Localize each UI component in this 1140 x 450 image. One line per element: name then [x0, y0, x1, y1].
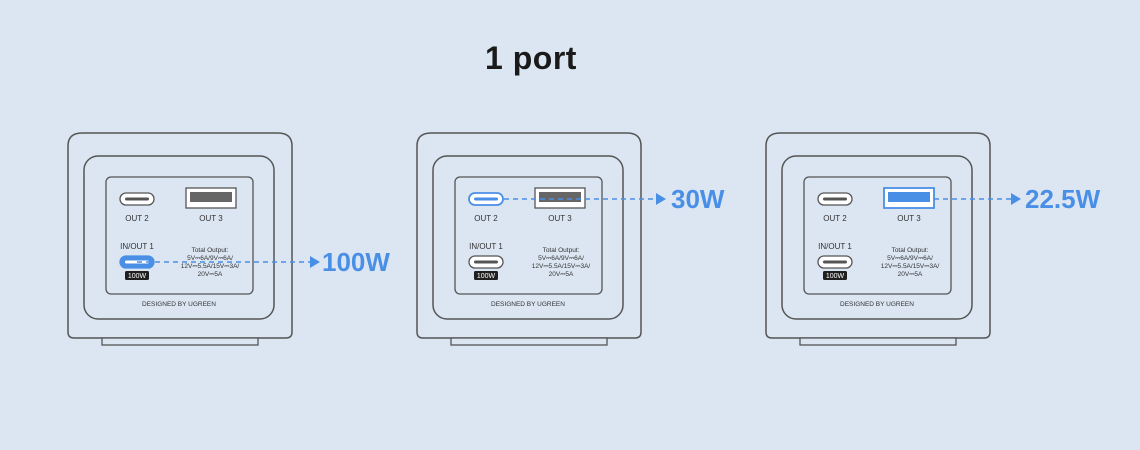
svg-text:100W: 100W: [128, 273, 147, 280]
label-out3: OUT 3: [548, 214, 572, 223]
arrow-head-3: [1011, 193, 1021, 205]
usb-c-port-out2: [817, 192, 853, 206]
total-output-line3: 12V⎓5.5A/15V⎓3A/: [532, 263, 591, 270]
page-title: 1 port: [485, 40, 577, 76]
charger-panel-3: OUT 2 OUT 3 IN/OUT 1 100W Total Output: …: [765, 132, 1101, 346]
brand-line: DESIGNED BY UGREEN: [142, 301, 216, 308]
watt-label-1: 100W: [322, 247, 390, 277]
svg-text:100W: 100W: [826, 273, 845, 280]
label-out3: OUT 3: [199, 214, 223, 223]
label-inout1: IN/OUT 1: [120, 242, 154, 251]
total-output-line2: 5V⎓6A/9V⎓6A/: [538, 255, 584, 262]
label-out2: OUT 2: [474, 214, 498, 223]
badge-100w: [125, 271, 149, 280]
total-output-line4: 20V⎓5A: [198, 271, 223, 278]
label-out3: OUT 3: [897, 214, 921, 223]
badge-100w: [474, 271, 498, 280]
total-output-line4: 20V⎓5A: [898, 271, 923, 278]
total-output-line1: Total Output:: [192, 247, 229, 254]
total-output-line2: 5V⎓6A/9V⎓6A/: [187, 255, 233, 262]
badge-100w: [823, 271, 847, 280]
label-out2: OUT 2: [125, 214, 149, 223]
charger-panel-1: OUT 2 OUT 3 IN/OUT 1 100W Total Output: …: [67, 132, 390, 346]
label-out2: OUT 2: [823, 214, 847, 223]
label-inout1: IN/OUT 1: [818, 242, 852, 251]
usb-a-port-out3: [185, 187, 237, 209]
total-output-line2: 5V⎓6A/9V⎓6A/: [887, 255, 933, 262]
usb-c-port-out2-active: [468, 192, 504, 206]
usb-c-port-out2: [119, 192, 155, 206]
watt-label-2: 30W: [671, 184, 725, 214]
total-output-line1: Total Output:: [543, 247, 580, 254]
watt-label-3: 22.5W: [1025, 184, 1101, 214]
svg-text:100W: 100W: [477, 273, 496, 280]
arrow-head-2: [656, 193, 666, 205]
total-output-line3: 12V⎓5.5A/15V⎓3A/: [881, 263, 940, 270]
total-output-line4: 20V⎓5A: [549, 271, 574, 278]
total-output-line1: Total Output:: [892, 247, 929, 254]
usb-c-port-inout1: [468, 255, 504, 269]
total-output-line3: 12V⎓5.5A/15V⎓3A/: [181, 263, 240, 270]
usb-a-port-out3: [534, 187, 586, 209]
usb-a-port-out3-active: [883, 187, 935, 209]
usb-c-port-inout1: [817, 255, 853, 269]
brand-line: DESIGNED BY UGREEN: [491, 301, 565, 308]
charger-panel-2: OUT 2 OUT 3 IN/OUT 1 100W Total Output: …: [416, 132, 725, 346]
arrow-head-1: [310, 256, 320, 268]
brand-line: DESIGNED BY UGREEN: [840, 301, 914, 308]
label-inout1: IN/OUT 1: [469, 242, 503, 251]
